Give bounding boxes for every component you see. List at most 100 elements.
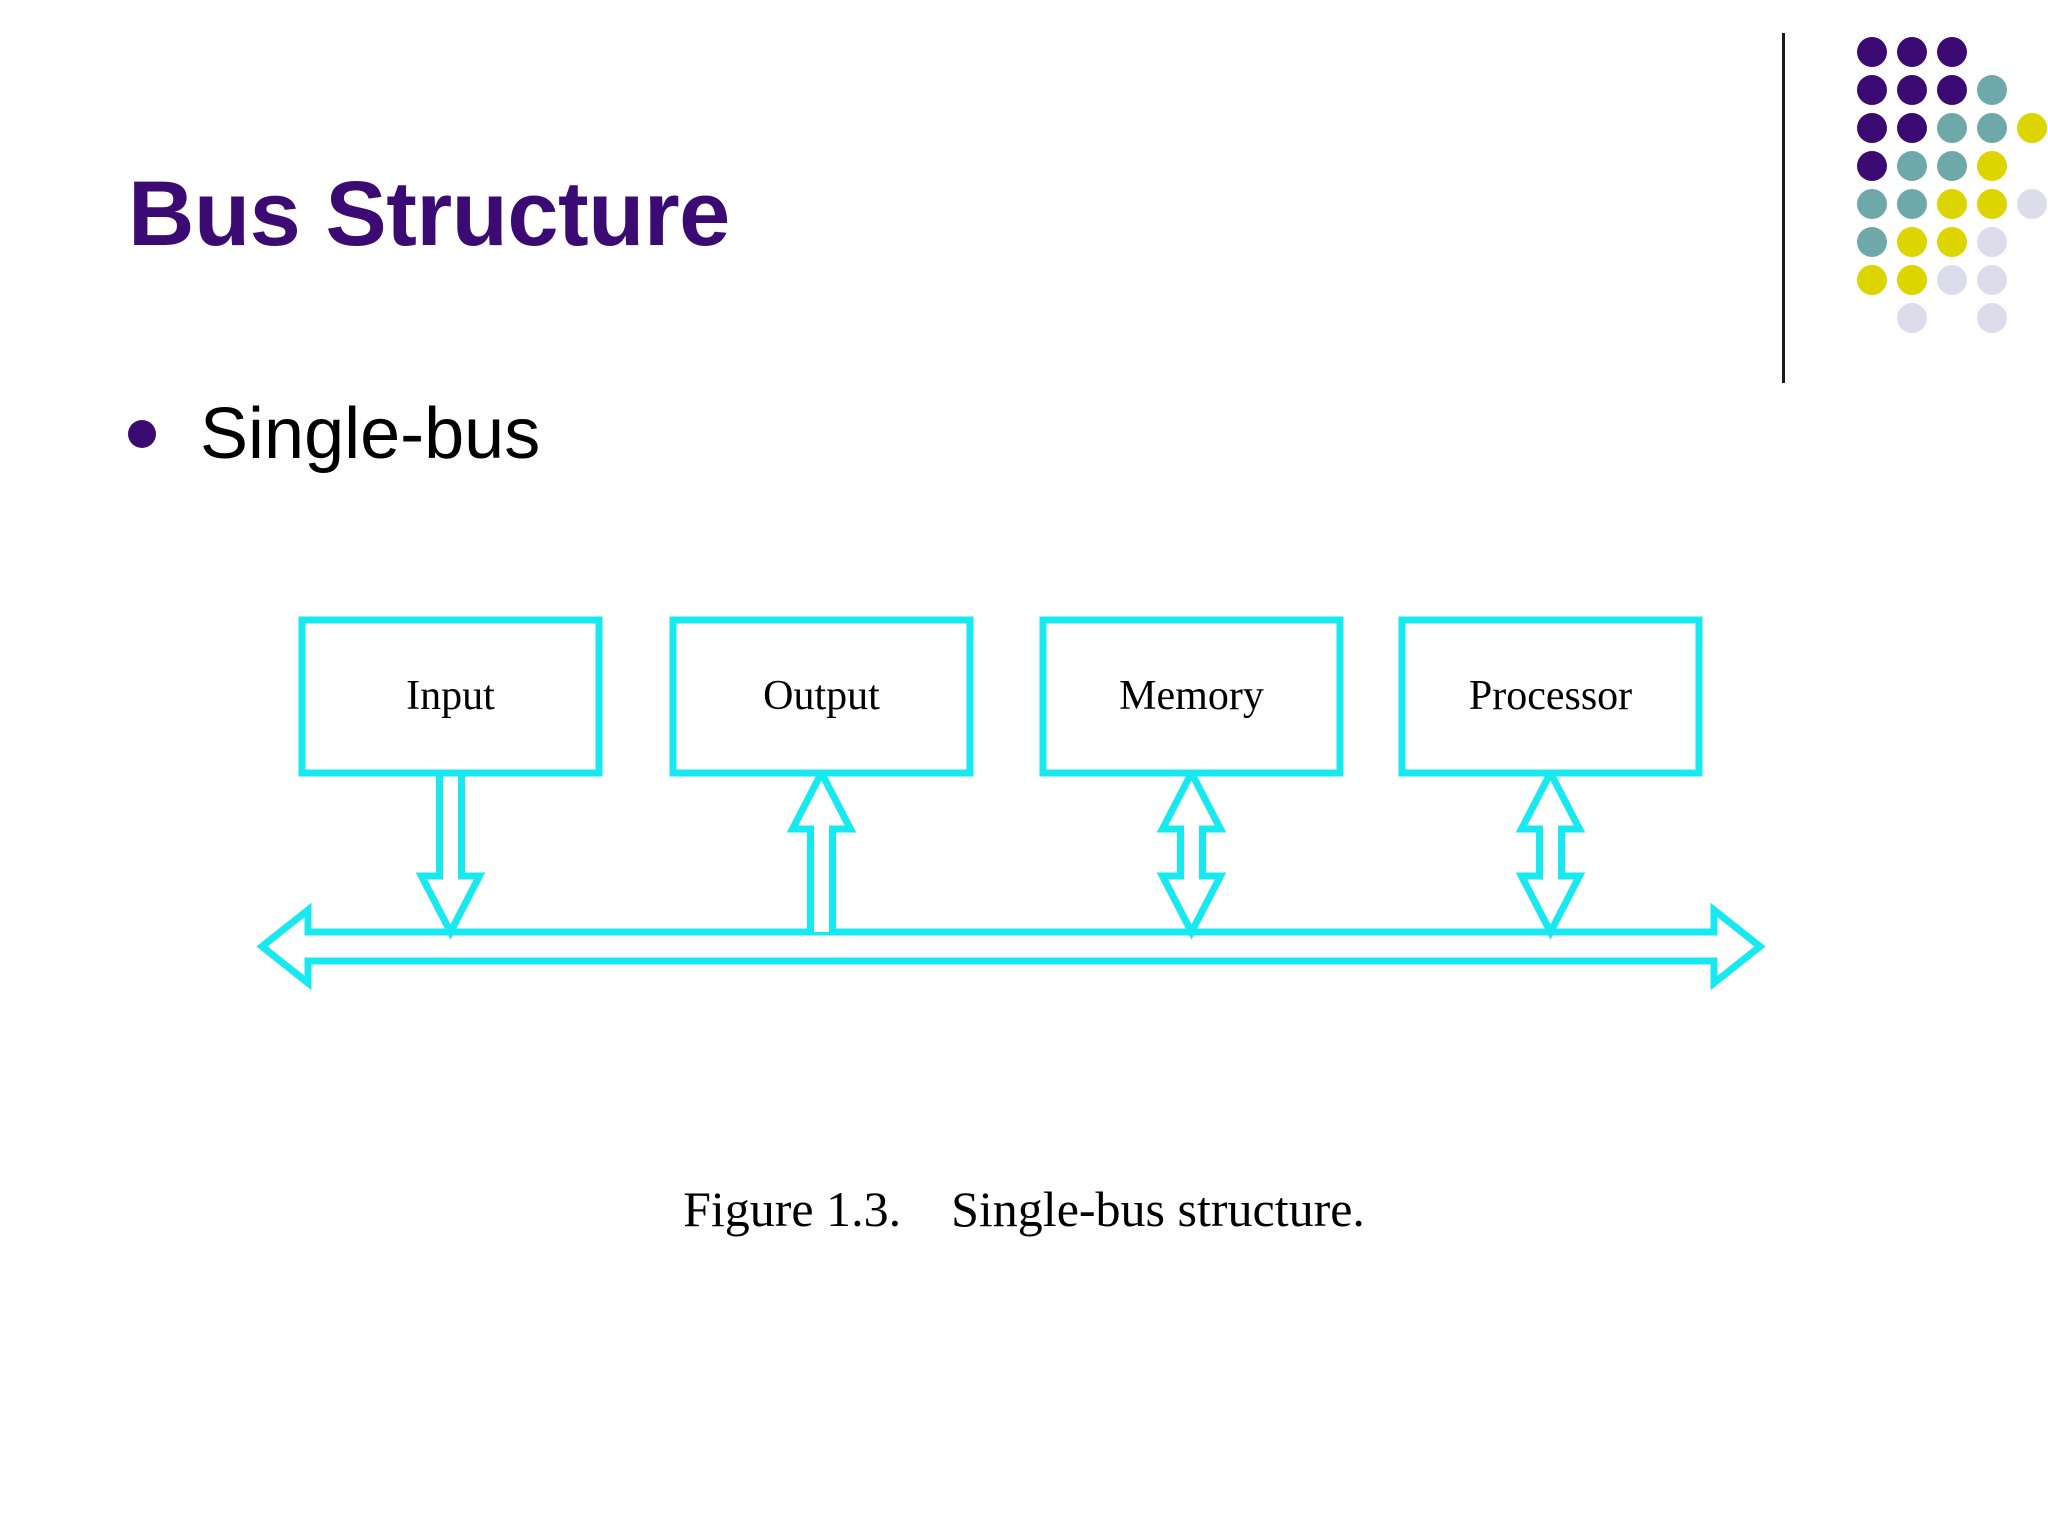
logo-dot-cell-r7-c2 [1892,261,1932,299]
logo-dot-purple [1897,113,1927,143]
logo-dot-cell-r5-c3 [1932,185,1972,223]
logo-dot-cell-r5-c5 [2012,185,2048,223]
logo-dot-cell-r1-c4 [1972,33,2012,71]
logo-dot-lavender [1897,303,1927,333]
logo-dot-purple [1897,75,1927,105]
logo-dot-cell-r2-c1 [1852,71,1892,109]
bullet-item-label: Single-bus [200,394,541,474]
node-label-memory: Memory [1119,673,1264,719]
node-label-output: Output [763,673,880,719]
logo-dot-cell-r5-c1 [1852,185,1892,223]
logo-dot-cell-r4-c1 [1852,147,1892,185]
logo-dot-purple [1937,37,1967,67]
connector-arrow-input-down [415,773,486,940]
logo-dot-empty [1937,303,1967,333]
logo-dot-cell-r3-c1 [1852,109,1892,147]
logo-divider-rule [1782,33,1785,383]
logo-dot-empty [1977,37,2007,67]
node-box-memory [1039,616,1344,777]
logo-dot-cell-r2-c5 [2012,71,2048,109]
logo-dot-cell-r6-c2 [1892,223,1932,261]
figure-caption: Figure 1.3. Single-bus structure. [683,1181,1365,1237]
logo-dot-cell-r2-c2 [1892,71,1932,109]
logo-dot-empty [2017,151,2047,181]
logo-dot-cell-r6-c1 [1852,223,1892,261]
connector-arrow-output-up [786,765,857,932]
logo-dot-lavender [2017,189,2047,219]
logo-dot-teal [1977,75,2007,105]
logo-dot-cell-r3-c3 [1932,109,1972,147]
logo-dot-cell-r8-c2 [1892,299,1932,337]
logo-dot-purple [1897,37,1927,67]
logo-dot-lavender [1937,265,1967,295]
logo-dot-cell-r7-c4 [1972,261,2012,299]
logo-dot-empty [2017,75,2047,105]
logo-dot-cell-r8-c1 [1852,299,1892,337]
logo-dot-cell-r1-c2 [1892,33,1932,71]
logo-dot-teal [1857,189,1887,219]
bullet-list-item: Single-bus [128,398,540,470]
logo-dot-cell-r7-c3 [1932,261,1972,299]
logo-dot-empty [2017,265,2047,295]
logo-dot-cell-r8-c4 [1972,299,2012,337]
logo-dot-yellow [1937,227,1967,257]
logo-dot-cell-r5-c4 [1972,185,2012,223]
node-box-input [298,616,603,777]
logo-dot-empty [2017,227,2047,257]
logo-dot-purple [1857,75,1887,105]
logo-dot-teal [1897,151,1927,181]
logo-dot-cell-r8-c5 [2012,299,2048,337]
logo-dot-teal [1897,189,1927,219]
logo-dot-cell-r6-c3 [1932,223,1972,261]
connector-arrow-memory-bidirectional [1156,771,1227,940]
logo-dot-cell-r5-c2 [1892,185,1932,223]
logo-dot-yellow [1977,151,2007,181]
logo-dot-cell-r6-c4 [1972,223,2012,261]
dot-grid-logo [1852,33,2048,337]
logo-dot-cell-r8-c3 [1932,299,1972,337]
logo-dot-cell-r4-c3 [1932,147,1972,185]
logo-dot-cell-r1-c5 [2012,33,2048,71]
bullet-dot-icon [128,420,156,448]
logo-dot-yellow [1897,265,1927,295]
logo-dot-purple [1857,151,1887,181]
logo-dot-cell-r3-c5 [2012,109,2048,147]
logo-dot-cell-r3-c4 [1972,109,2012,147]
logo-dot-yellow [1857,265,1887,295]
logo-dot-teal [1937,113,1967,143]
logo-dot-empty [2017,37,2047,67]
logo-dot-cell-r4-c2 [1892,147,1932,185]
logo-dot-lavender [1977,303,2007,333]
logo-dot-cell-r1-c3 [1932,33,1972,71]
logo-dot-yellow [1937,189,1967,219]
page-title: Bus Structure [128,163,730,265]
node-label-input: Input [406,673,495,719]
logo-dot-teal [1977,113,2007,143]
logo-dot-teal [1937,151,1967,181]
logo-dot-cell-r7-c1 [1852,261,1892,299]
node-box-output [669,616,974,777]
connector-arrow-processor-bidirectional [1515,771,1586,940]
logo-dot-yellow [1897,227,1927,257]
logo-dot-cell-r2-c3 [1932,71,1972,109]
logo-dot-teal [1857,227,1887,257]
logo-dot-cell-r4-c5 [2012,147,2048,185]
node-box-processor [1398,616,1703,777]
logo-dot-empty [2017,303,2047,333]
logo-dot-cell-r6-c5 [2012,223,2048,261]
logo-dot-cell-r3-c2 [1892,109,1932,147]
logo-dot-yellow [2017,113,2047,143]
bus-bar-bidirectional-arrow [256,902,1766,991]
logo-dot-cell-r1-c1 [1852,33,1892,71]
logo-dot-purple [1857,113,1887,143]
logo-dot-cell-r2-c4 [1972,71,2012,109]
logo-dot-cell-r4-c4 [1972,147,2012,185]
logo-dot-purple [1937,75,1967,105]
node-label-processor: Processor [1469,673,1632,719]
logo-dot-cell-r7-c5 [2012,261,2048,299]
logo-dot-empty [1857,303,1887,333]
logo-dot-purple [1857,37,1887,67]
logo-dot-lavender [1977,265,2007,295]
logo-dot-lavender [1977,227,2007,257]
